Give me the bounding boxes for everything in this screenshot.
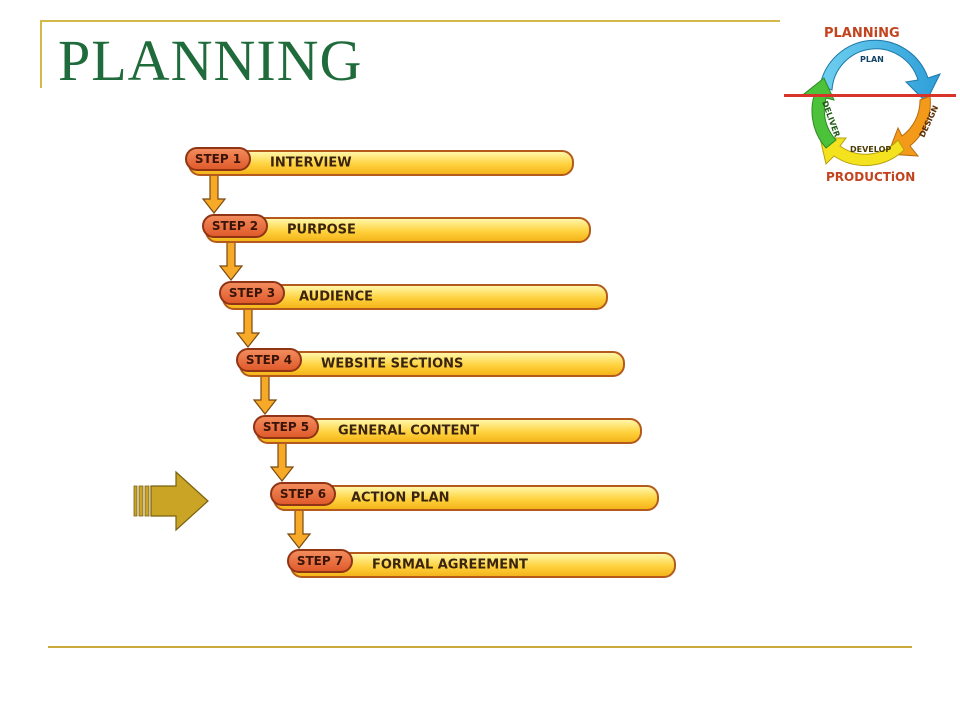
step-label: FORMAL AGREEMENT bbox=[372, 557, 528, 573]
step-badge: STEP 7 bbox=[287, 549, 353, 573]
down-arrow-icon bbox=[235, 305, 261, 348]
step-bar: FORMAL AGREEMENT bbox=[290, 552, 676, 578]
right-arrow-icon bbox=[133, 470, 209, 532]
planning-cycle-icon: PLANNiNG PLAN DESIGN DEVELOP DELIVER PRO… bbox=[784, 26, 956, 184]
down-arrow-icon bbox=[286, 506, 312, 549]
slide-bottom-rule bbox=[48, 646, 912, 648]
cycle-label-develop: DEVELOP bbox=[850, 145, 891, 154]
step-bar: INTERVIEW bbox=[188, 150, 574, 176]
slide-title: PLANNING bbox=[58, 28, 363, 93]
step-label: INTERVIEW bbox=[270, 155, 352, 171]
step-bar: AUDIENCE bbox=[222, 284, 608, 310]
step-badge: STEP 6 bbox=[270, 482, 336, 506]
slide-top-rule bbox=[40, 20, 780, 22]
step-badge: STEP 3 bbox=[219, 281, 285, 305]
step-label: AUDIENCE bbox=[299, 289, 374, 305]
down-arrow-icon bbox=[218, 238, 244, 281]
cycle-label-plan: PLAN bbox=[860, 55, 884, 64]
step-badge: STEP 5 bbox=[253, 415, 319, 439]
step-label: ACTION PLAN bbox=[351, 490, 450, 506]
logo-bottom-text: PRODUCTiON bbox=[826, 170, 915, 184]
step-badge: STEP 1 bbox=[185, 147, 251, 171]
down-arrow-icon bbox=[201, 171, 227, 214]
step-bar: PURPOSE bbox=[205, 217, 591, 243]
step-label: GENERAL CONTENT bbox=[338, 423, 480, 439]
step-label: WEBSITE SECTIONS bbox=[321, 356, 464, 372]
step-bar: GENERAL CONTENT bbox=[256, 418, 642, 444]
slide-left-rule bbox=[40, 20, 42, 88]
down-arrow-icon bbox=[252, 372, 278, 415]
step-bar: WEBSITE SECTIONS bbox=[239, 351, 625, 377]
step-label: PURPOSE bbox=[287, 222, 356, 238]
step-badge: STEP 2 bbox=[202, 214, 268, 238]
logo-top-text: PLANNiNG bbox=[824, 26, 900, 41]
step-badge: STEP 4 bbox=[236, 348, 302, 372]
step-bar: ACTION PLAN bbox=[273, 485, 659, 511]
down-arrow-icon bbox=[269, 439, 295, 482]
